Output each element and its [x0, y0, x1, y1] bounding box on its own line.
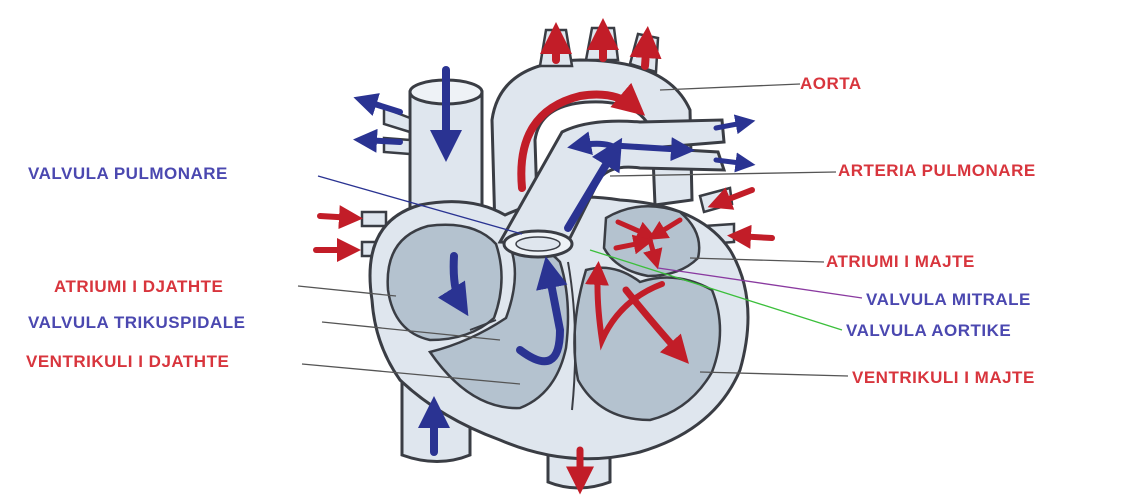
- label-aorta: AORTA: [800, 74, 862, 94]
- label-valvula-trikuspidale: VALVULA TRIKUSPIDALE: [28, 313, 245, 333]
- label-ventrikuli-majte: VENTRIKULI I MAJTE: [852, 368, 1035, 388]
- label-ventrikuli-djathte: VENTRIKULI I DJATHTE: [26, 352, 229, 372]
- right-atrium: [388, 225, 502, 340]
- label-valvula-pulmonare: VALVULA PULMONARE: [28, 164, 228, 184]
- label-valvula-mitrale: VALVULA MITRALE: [866, 290, 1031, 310]
- label-valvula-aortike: VALVULA AORTIKE: [846, 321, 1011, 341]
- label-atriumi-majte: ATRIUMI I MAJTE: [826, 252, 975, 272]
- label-arteria-pulmonare: ARTERIA PULMONARE: [838, 161, 1036, 181]
- label-atriumi-djathte: ATRIUMI I DJATHTE: [54, 277, 223, 297]
